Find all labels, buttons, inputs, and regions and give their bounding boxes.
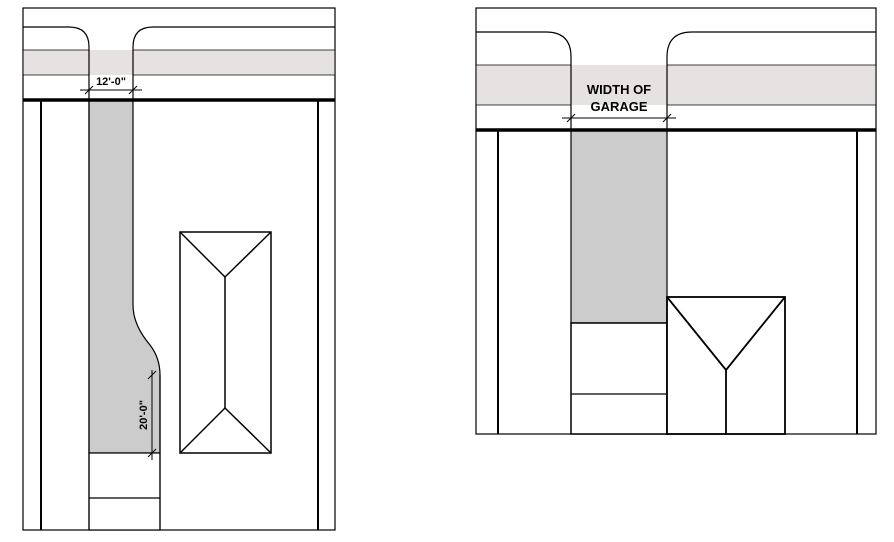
right-width-label-line2: GARAGE [590,99,647,114]
left-setback-dimension [147,370,157,460]
right-width-dimension [562,113,676,123]
left-width-dimension [80,85,142,95]
right-width-label-line1: WIDTH OF [587,82,651,97]
left-driveway [88,99,161,454]
left-house-roof [179,231,272,454]
right-garage [570,322,668,435]
left-setback-label: 20'-0" [138,400,150,430]
left-garage [88,452,161,531]
left-site-plan: 12'-0" 20'-0" [22,7,336,531]
left-frame [22,7,336,531]
right-site-plan: WIDTH OF GARAGE [475,7,877,435]
left-curb-line [23,26,335,100]
left-width-label: 12'-0" [96,76,126,88]
left-sidewalk-band [23,50,335,75]
right-curb-line [476,31,876,130]
right-house-roof [666,296,786,435]
right-sidewalk-band [476,65,876,105]
right-driveway [570,129,668,324]
